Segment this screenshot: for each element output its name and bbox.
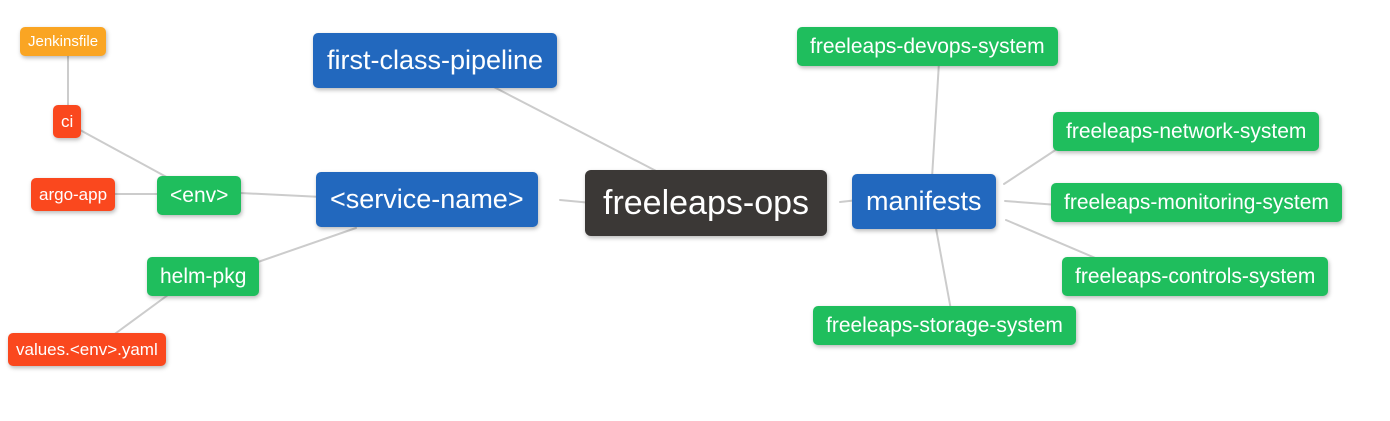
edge-env-to-service-name: [239, 192, 323, 198]
node-env[interactable]: <env>: [157, 176, 242, 215]
node-freeleaps-ops[interactable]: freeleaps-ops: [585, 170, 828, 236]
node-first-class-pipeline[interactable]: first-class-pipeline: [313, 33, 558, 88]
node-devops-system[interactable]: freeleaps-devops-system: [797, 27, 1058, 66]
edge-first-class-pipeline-to-freeleaps-ops: [489, 84, 661, 174]
node-helm-pkg[interactable]: helm-pkg: [147, 257, 260, 296]
node-ci[interactable]: ci: [53, 105, 82, 138]
edge-manifests-to-network-system: [1003, 146, 1061, 185]
edge-ci-to-env: [79, 129, 173, 181]
node-storage-system[interactable]: freeleaps-storage-system: [813, 306, 1076, 345]
node-monitoring-system[interactable]: freeleaps-monitoring-system: [1051, 183, 1342, 222]
edge-manifests-to-monitoring-system: [1004, 200, 1059, 206]
node-network-system[interactable]: freeleaps-network-system: [1053, 112, 1320, 151]
node-values-env-yaml[interactable]: values.<env>.yaml: [8, 333, 166, 366]
node-manifests[interactable]: manifests: [852, 174, 996, 229]
node-argo-app[interactable]: argo-app: [31, 178, 116, 211]
node-jenkinsfile[interactable]: Jenkinsfile: [20, 27, 107, 56]
edge-service-name-to-helm-pkg: [254, 227, 357, 264]
node-service-name[interactable]: <service-name>: [316, 172, 538, 227]
edge-manifests-to-controls-system: [1005, 219, 1101, 261]
edge-manifests-to-storage-system: [934, 222, 952, 311]
node-controls-system[interactable]: freeleaps-controls-system: [1062, 257, 1329, 296]
edge-helm-pkg-to-values-env-yaml: [111, 291, 173, 337]
edge-manifests-to-devops-system: [931, 61, 940, 179]
